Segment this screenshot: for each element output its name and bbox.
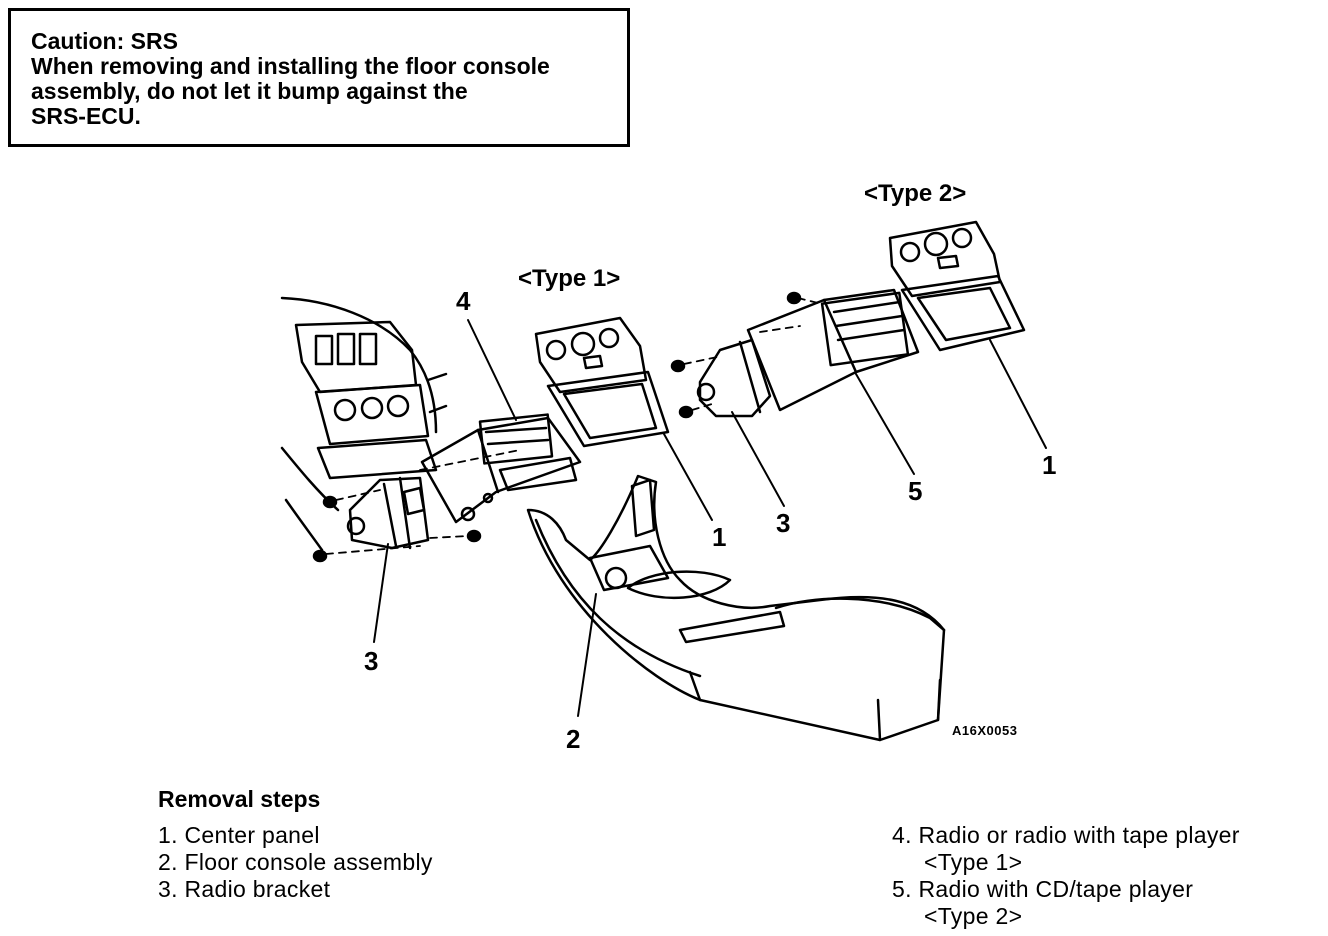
- type2-label: <Type 2>: [864, 180, 967, 207]
- callout-3-mid: 3: [776, 508, 791, 538]
- callout-3-left: 3: [364, 646, 379, 676]
- radio-type2: [746, 288, 920, 412]
- center-panel-type1: [534, 316, 670, 448]
- screws: [312, 291, 802, 563]
- type1-label: <Type 1>: [518, 265, 621, 292]
- step-3: 3. Radio bracket: [158, 876, 331, 902]
- leader-lines: [373, 319, 1047, 717]
- step-4-type: <Type 1>: [924, 849, 1023, 875]
- radio-bracket-right: [696, 338, 772, 418]
- step-5: 5. Radio with CD/tape player: [892, 876, 1194, 902]
- caution-line-2: assembly, do not let it bump against the: [31, 78, 468, 104]
- step-1: 1. Center panel: [158, 822, 320, 848]
- callout-4: 4: [456, 286, 471, 316]
- caution-title: Caution: SRS: [31, 28, 178, 54]
- caution-line-1: When removing and installing the floor c…: [31, 53, 550, 79]
- callout-1-mid: 1: [712, 522, 727, 552]
- figure-id: A16X0053: [952, 723, 1018, 738]
- floor-console-assembly: [526, 474, 946, 742]
- caution-box: Caution: SRS When removing and installin…: [8, 8, 630, 147]
- step-2: 2. Floor console assembly: [158, 849, 433, 875]
- dashboard-fragment: [280, 296, 448, 552]
- radio-type1: [420, 413, 582, 524]
- removal-steps-title: Removal steps: [158, 786, 321, 812]
- center-panel-type2: [888, 220, 1026, 352]
- step-5-type: <Type 2>: [924, 903, 1023, 929]
- caution-line-3: SRS-ECU.: [31, 103, 141, 129]
- assembly-dash-lines: [325, 297, 823, 555]
- radio-bracket-left: [346, 476, 430, 550]
- step-4: 4. Radio or radio with tape player: [892, 822, 1240, 848]
- callout-1-right: 1: [1042, 450, 1057, 480]
- callout-2: 2: [566, 724, 581, 754]
- callout-5: 5: [908, 476, 923, 506]
